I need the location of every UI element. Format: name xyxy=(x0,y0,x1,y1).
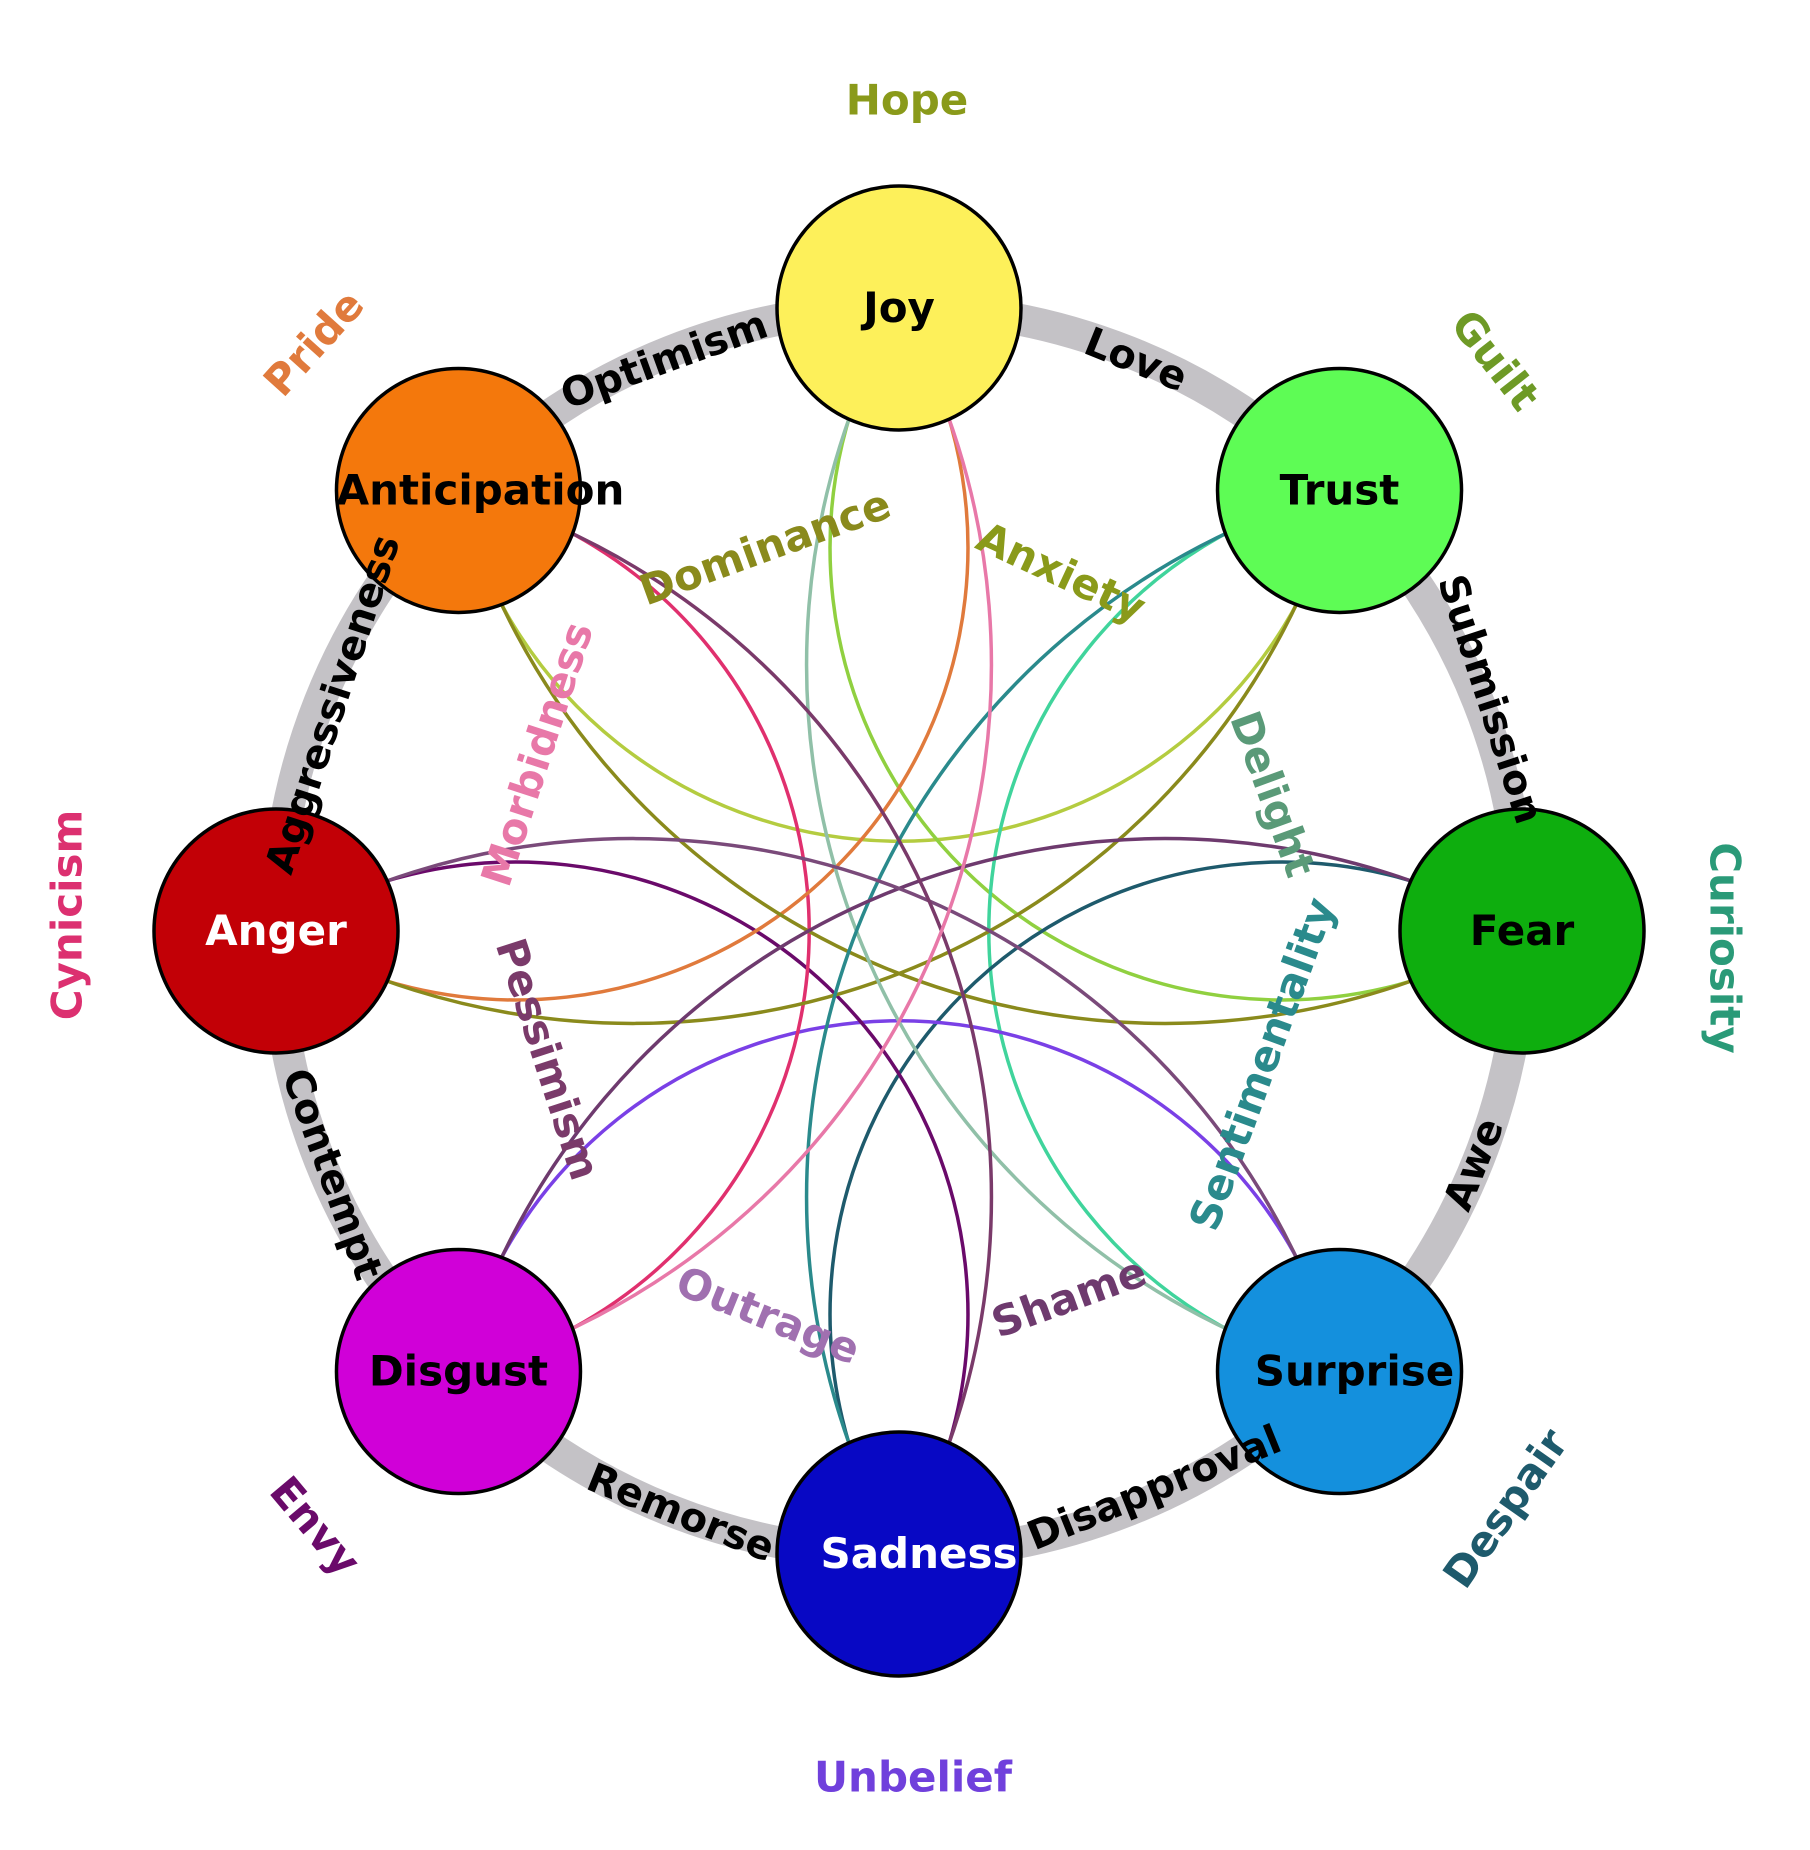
dyad-label-pride: Pride xyxy=(254,280,374,405)
emotion-label: Surprise xyxy=(1255,1347,1455,1396)
dyad-label-outrage: Outrage xyxy=(669,1256,867,1374)
dyad-label-hope: Hope xyxy=(846,76,969,125)
dyad-label-pessimism: Pessimism xyxy=(486,932,610,1185)
dyad-label-love: Love xyxy=(1078,319,1194,401)
dyad-arcs xyxy=(275,307,1523,1555)
arc-anxiety xyxy=(456,490,1523,1026)
emotion-label: Fear xyxy=(1470,906,1575,955)
dyad-label-dominance: Dominance xyxy=(633,479,897,615)
arc-shame xyxy=(456,836,1523,1372)
emotion-circle xyxy=(334,366,583,615)
emotion-label: Joy xyxy=(860,283,935,332)
emotion-label: Anger xyxy=(205,906,347,955)
dyad-label-unbelief: Unbelief xyxy=(814,1753,1013,1802)
emotion-node-anticipation: Anticipation xyxy=(334,366,625,615)
dyad-label-despair: Despair xyxy=(1433,1420,1578,1597)
emotion-circle xyxy=(334,1247,583,1496)
emotion-circle xyxy=(1215,366,1464,615)
emotion-node-surprise: Surprise xyxy=(1215,1247,1464,1496)
emotion-node-joy: Joy xyxy=(775,184,1023,432)
emotion-label: Trust xyxy=(1280,465,1400,514)
dyad-label-envy: Envy xyxy=(260,1467,370,1585)
dyad-label-remorse: Remorse xyxy=(580,1455,781,1572)
dyad-label-optimism: Optimism xyxy=(555,302,774,419)
arc-morbidness xyxy=(458,307,994,1374)
dyad-label-curiosity: Curiosity xyxy=(1701,842,1750,1054)
emotion-circle xyxy=(775,184,1023,432)
dyad-label-guilt: Guilt xyxy=(1441,300,1549,419)
emotion-circle xyxy=(152,807,400,1055)
arc-pessimism xyxy=(458,488,994,1555)
emotion-node-sadness: Sadness xyxy=(775,1430,1023,1678)
emotion-node-disgust: Disgust xyxy=(334,1247,583,1496)
dyad-label-anxiety: Anxiety xyxy=(969,512,1153,632)
arc-delight xyxy=(804,307,1340,1374)
arc-dominance xyxy=(275,490,1342,1026)
dyad-label-awe: Awe xyxy=(1435,1112,1513,1217)
dyad-label-cynicism: Cynicism xyxy=(43,810,92,1021)
emotion-label: Disgust xyxy=(369,1347,548,1396)
arc-outrage xyxy=(275,836,1342,1372)
emotion-nodes: JoyTrustFearSurpriseSadnessDisgustAngerA… xyxy=(152,184,1646,1678)
dyad-label-sentimentality: Sentimentality xyxy=(1179,891,1345,1237)
emotion-node-fear: Fear xyxy=(1398,807,1646,1055)
arc-sentimentality xyxy=(804,488,1340,1555)
dyad-label-delight: Delight xyxy=(1220,705,1325,884)
emotion-node-trust: Trust xyxy=(1215,366,1464,615)
emotion-circle xyxy=(1398,807,1646,1055)
dyad-label-disapproval: Disapproval xyxy=(1021,1416,1288,1559)
dyad-label-contempt: Contempt xyxy=(272,1063,391,1286)
emotion-node-anger: Anger xyxy=(152,807,400,1055)
dyad-label-shame: Shame xyxy=(985,1247,1153,1348)
emotion-label: Anticipation xyxy=(337,465,625,514)
emotion-label: Sadness xyxy=(820,1529,1017,1578)
emotion-circle xyxy=(775,1430,1023,1678)
emotion-circle xyxy=(1215,1247,1464,1496)
